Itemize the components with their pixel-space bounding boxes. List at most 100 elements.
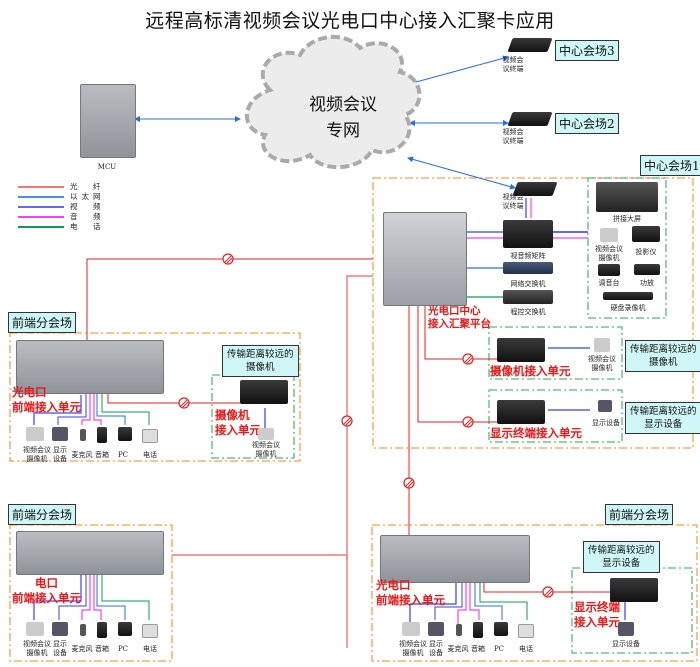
pc-icon [494, 622, 508, 636]
video-terminal-icon [507, 38, 553, 52]
device-label: PC [117, 645, 129, 653]
device-label: 视频会议 摄像机 [23, 640, 51, 657]
camera-icon [594, 338, 610, 352]
network-switch-label: 网络交换机 [510, 280, 546, 288]
aggregation-platform-label: 光电口中心 接入汇聚平台 [428, 305, 491, 330]
remote-camera-border [488, 326, 623, 380]
legend-swatch [18, 196, 64, 198]
display-icon [52, 622, 68, 636]
display-access-unit-label: 显示终端接入单元 [490, 426, 582, 440]
camera-label: 视频会议 摄像机 [252, 441, 280, 458]
fiber-break-symbol [341, 415, 353, 427]
amplifier-label: 功放 [640, 279, 654, 287]
center-av-devices-border [587, 177, 667, 319]
fiber-break-symbol [178, 397, 190, 409]
speaker-icon [473, 622, 483, 638]
network-cloud [244, 34, 422, 170]
display-access-unit-icon [610, 578, 658, 602]
frontend-unit-label: 光电口 前端接入单元 [376, 578, 445, 607]
display-label: 显示设备 [612, 640, 640, 648]
remote-camera-note: 传输距离较远的 摄像机 [222, 345, 299, 377]
branch-site1-tag: 前端分会场 [8, 312, 77, 333]
phone-icon [518, 624, 534, 638]
av-matrix-label: 视音频矩阵 [510, 252, 546, 260]
projector-label: 投影仪 [635, 248, 657, 256]
display-icon [618, 622, 634, 636]
page-title: 远程高标清视频会议光电口中心接入汇聚卡应用 [145, 10, 555, 32]
display-access-unit-label: 显示终端 接入单元 [574, 600, 620, 629]
branch3-devices [396, 620, 546, 650]
fiber-break-symbol [462, 353, 474, 365]
device-label: 电话 [143, 645, 157, 653]
device-label: 显示 设备 [429, 640, 443, 657]
terminal-label: 视频会 议终端 [502, 193, 524, 210]
camera-icon [26, 622, 44, 636]
video-terminal-icon [507, 112, 553, 126]
phone-icon [142, 624, 158, 638]
legend-swatch [18, 186, 64, 188]
device-label: 麦克风 [71, 645, 93, 653]
branch-site3-border [371, 524, 698, 662]
branch-site3-tag: 前端分会场 [605, 504, 674, 525]
cloud-label: 视频会议 专网 [288, 92, 398, 144]
center-site2-tag: 中心会场2 [555, 113, 619, 134]
cloud-label-line2: 专网 [326, 121, 360, 141]
pc-icon [118, 427, 132, 441]
display-icon [428, 622, 444, 636]
optical-electrical-frontend-unit [16, 340, 164, 394]
phone-icon [142, 429, 158, 443]
device-label: 音箱 [471, 645, 485, 653]
device-label: 显示 设备 [53, 640, 67, 657]
dvr-icon [603, 292, 653, 300]
camera-access-unit-label: 摄像机 接入单元 [215, 408, 261, 437]
microphone-icon [80, 429, 86, 441]
speaker-icon [97, 427, 107, 443]
frontend-unit-label: 光电口 前端接入单元 [12, 385, 81, 414]
remote-camera-note: 传输距离较远的 摄像机 [625, 340, 700, 372]
camera-label: 视频会议 摄像机 [595, 245, 623, 262]
terminal-label: 视频会 议终端 [502, 128, 524, 145]
camera-label: 视频会议 摄像机 [588, 355, 616, 372]
video-wall-label: 拼接大屏 [613, 215, 641, 223]
device-label: 电话 [143, 451, 157, 459]
branch1-devices [20, 425, 170, 455]
camera-icon [600, 228, 618, 242]
mcu-device [80, 84, 136, 158]
camera-icon [26, 427, 44, 441]
device-label: PC [117, 451, 129, 459]
legend-swatch [18, 216, 64, 218]
frontend-unit-label: 电口 前端接入单元 [12, 576, 81, 605]
camera-access-unit-label: 摄像机接入单元 [490, 364, 571, 378]
microphone-icon [80, 624, 86, 636]
terminal-label: 视频会 议终端 [502, 56, 524, 73]
speaker-icon [97, 622, 107, 638]
remote-display-note: 传输距离较远的 显示设备 [583, 541, 660, 573]
center-site1-border [372, 177, 694, 449]
device-label: PC [493, 645, 505, 653]
center-site1-tag: 中心会场1 [640, 155, 700, 176]
display-access-unit-icon [497, 400, 545, 424]
mixer-icon [598, 264, 620, 276]
branch2-devices [20, 620, 170, 650]
branch-site1-border [9, 332, 301, 462]
device-label: 音箱 [95, 451, 109, 459]
mixer-label: 调音台 [598, 279, 620, 287]
pbx-label: 程控交换机 [510, 308, 546, 316]
pc-icon [118, 622, 132, 636]
projector-icon [632, 226, 660, 242]
device-label: 音箱 [95, 645, 109, 653]
device-label: 视频会议 摄像机 [23, 446, 51, 463]
center-site3-tag: 中心会场3 [555, 40, 619, 61]
legend-swatch [18, 226, 64, 228]
pbx-icon [503, 290, 553, 304]
camera-access-unit-icon [497, 338, 545, 362]
video-wall-icon [596, 182, 658, 212]
display-label: 显示设备 [592, 419, 620, 427]
mcu-label: MCU [97, 163, 117, 171]
camera-icon [402, 622, 420, 636]
aggregation-platform-chassis [383, 212, 467, 306]
fiber-break-symbol [542, 586, 554, 598]
cloud-label-line1: 视频会议 [309, 95, 377, 115]
